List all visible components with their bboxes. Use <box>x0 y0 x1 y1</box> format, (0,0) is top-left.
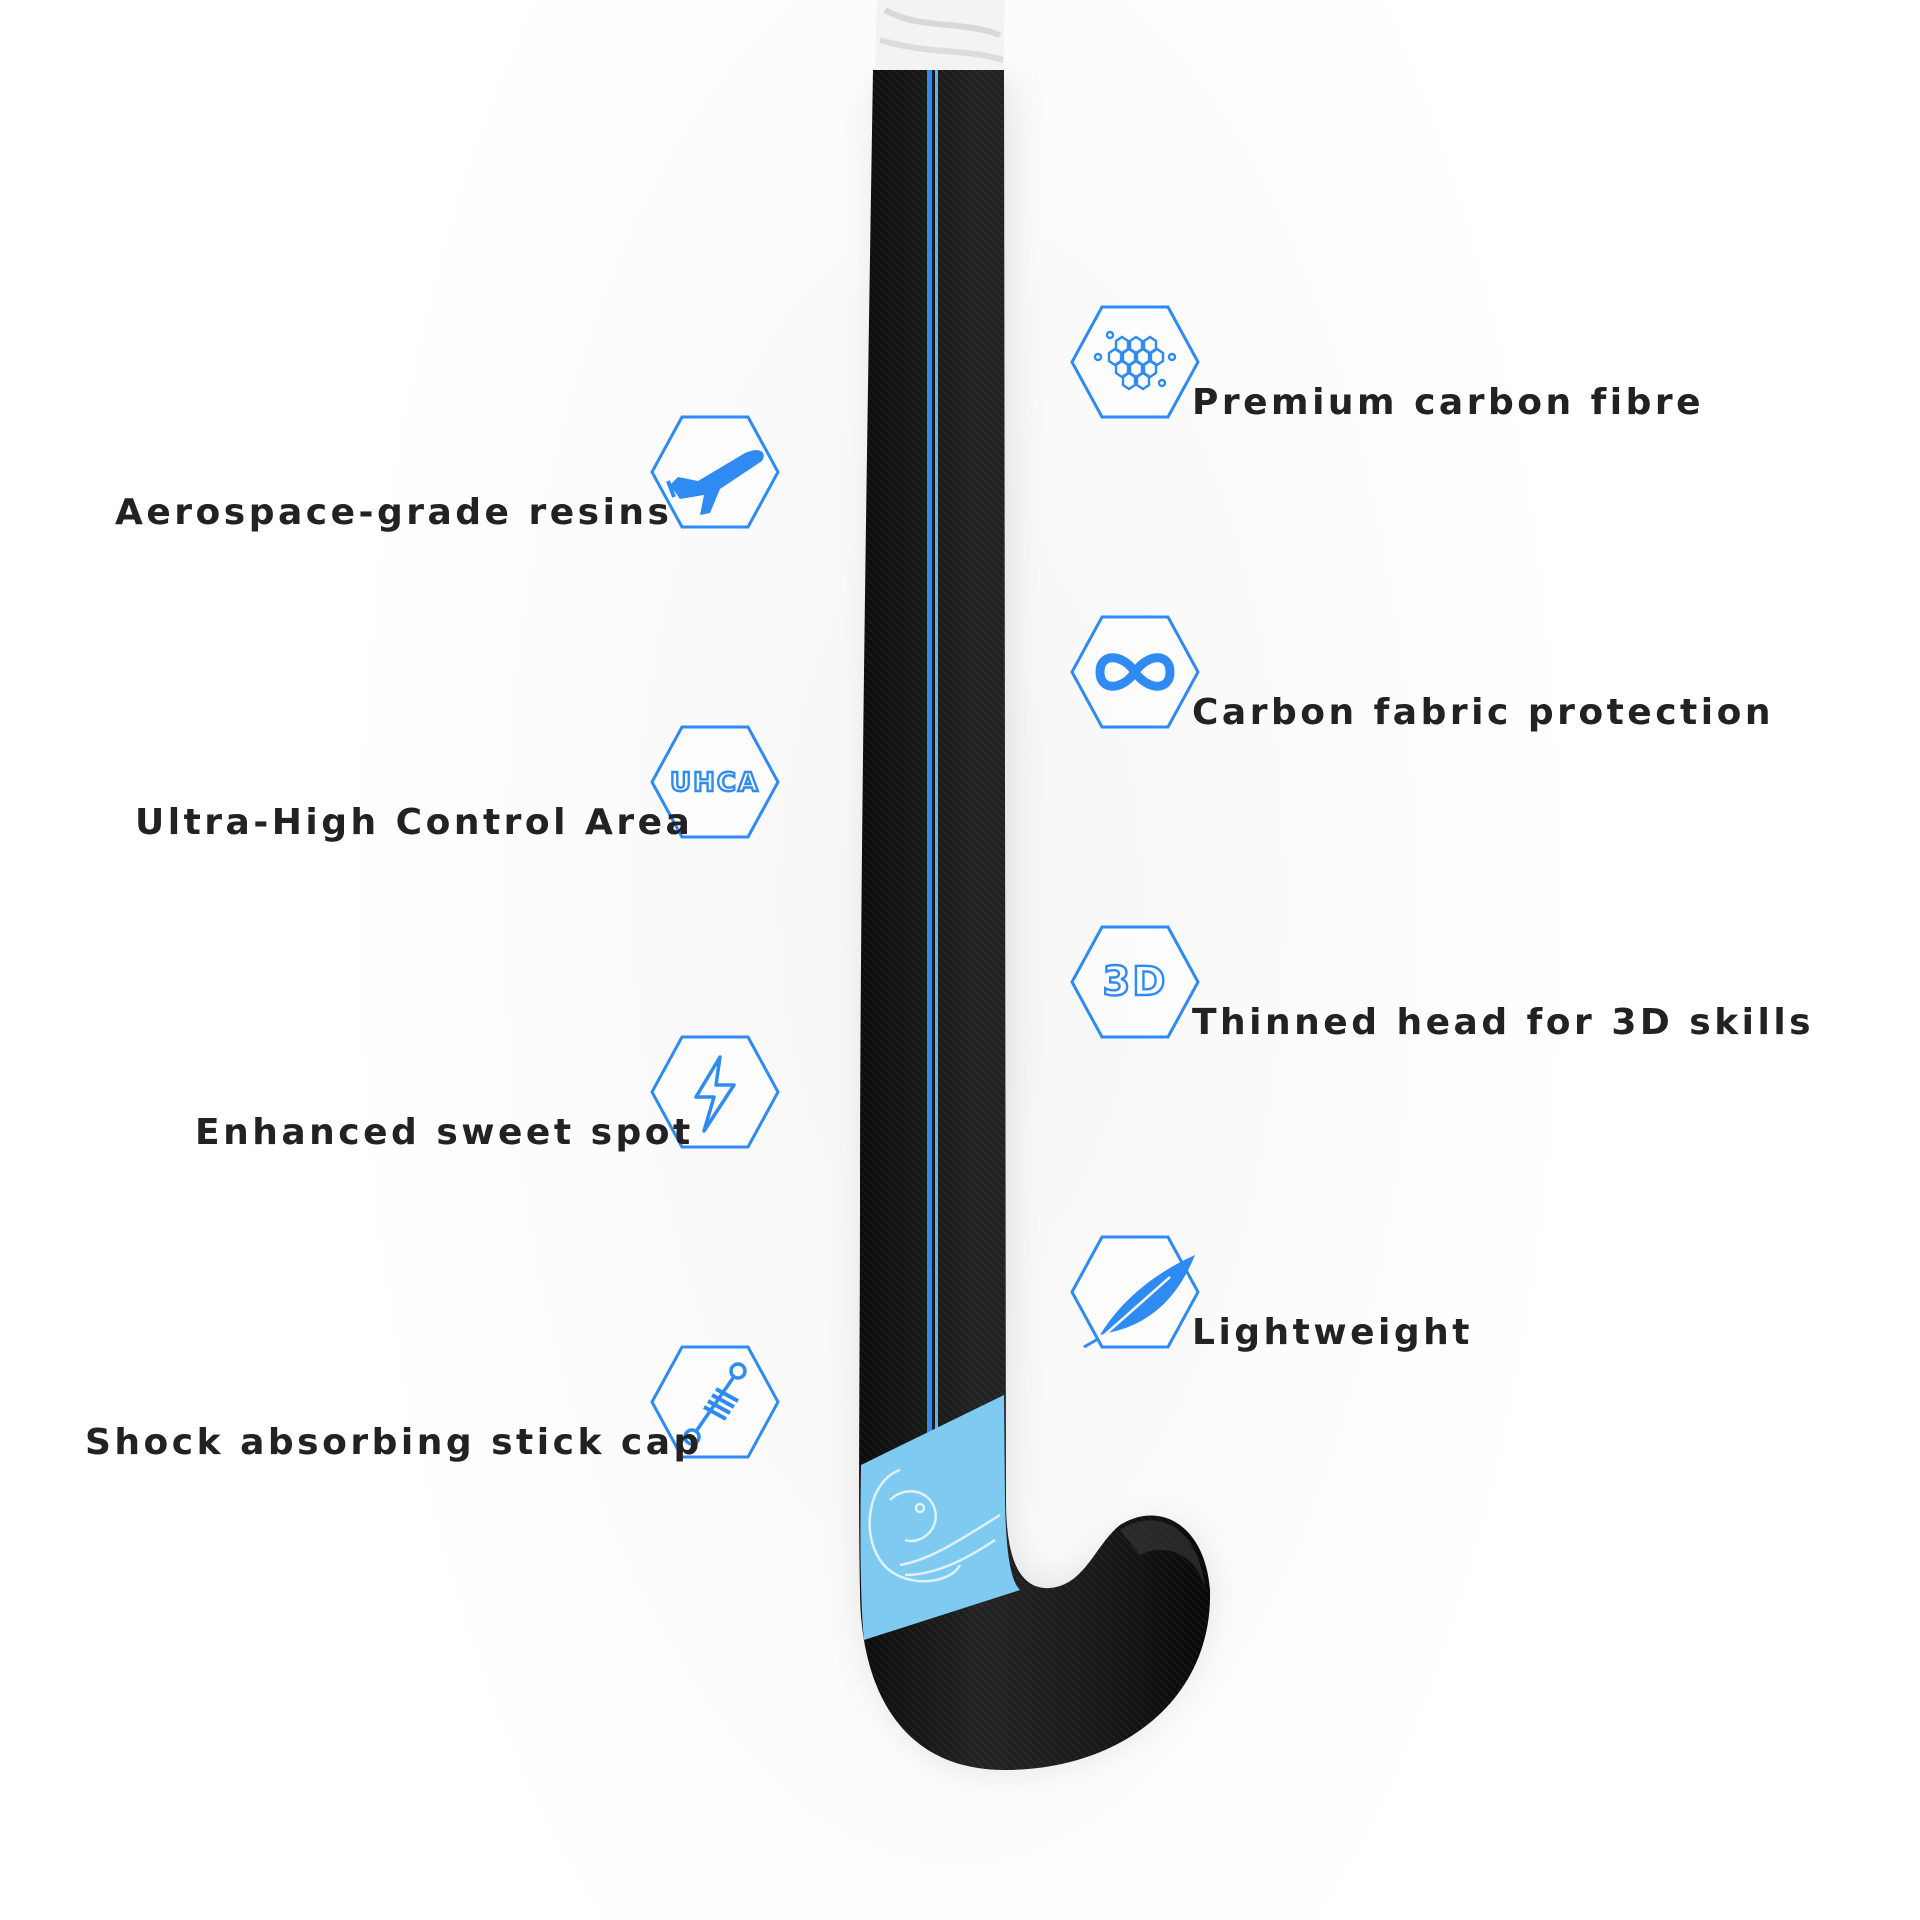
airplane-icon <box>650 415 780 529</box>
uhca-icon: UHCA <box>650 725 780 839</box>
shock-absorber-icon <box>650 1345 780 1459</box>
brand-logo <box>868 1468 1001 1583</box>
feature-label: Shock absorbing stick cap <box>85 1422 703 1463</box>
svg-text:3D: 3D <box>1102 959 1167 1005</box>
stick-band <box>860 1395 1020 1640</box>
3d-icon: 3D <box>1070 925 1200 1039</box>
feature-label: Premium carbon fibre <box>1192 382 1705 423</box>
feature-label: Aerospace-grade resins <box>115 492 673 533</box>
honeycomb-icon <box>1070 305 1200 419</box>
stick-grip <box>875 0 1005 72</box>
svg-text:UHCA: UHCA <box>670 768 760 798</box>
feature-label: Carbon fabric protection <box>1192 692 1774 733</box>
stick-stripe <box>927 70 932 1445</box>
feature-label: Thinned head for 3D skills <box>1192 1002 1815 1043</box>
feature-label: Lightweight <box>1192 1312 1474 1353</box>
lightning-icon <box>650 1035 780 1149</box>
feather-icon <box>1070 1235 1200 1349</box>
infinity-icon <box>1070 615 1200 729</box>
stick-stripe <box>935 70 938 1445</box>
feature-label: Ultra-High Control Area <box>135 802 694 843</box>
feature-label: Enhanced sweet spot <box>195 1112 694 1153</box>
